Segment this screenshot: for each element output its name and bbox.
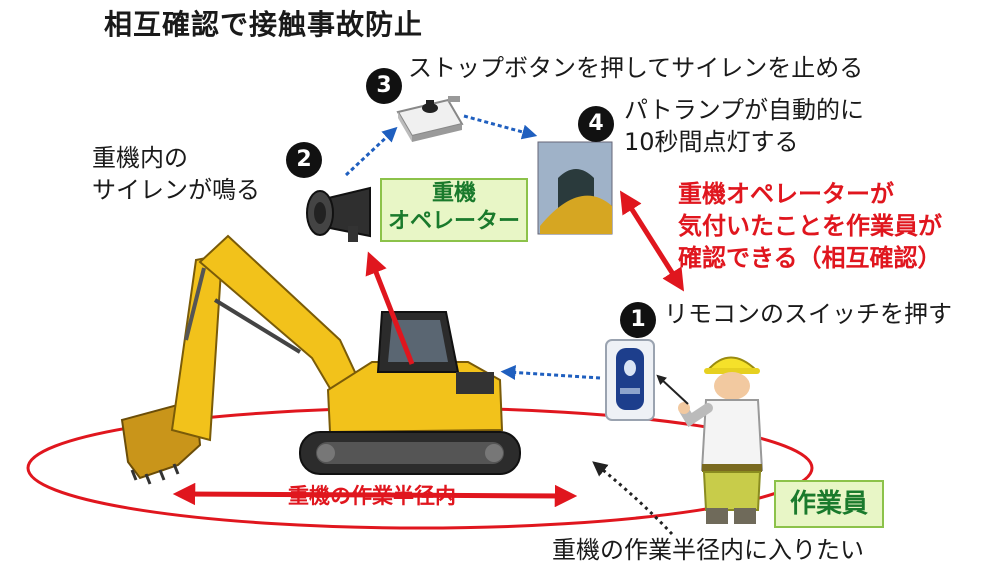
operator-label-line2: オペレーター <box>387 208 520 234</box>
patrol-lamp-icon <box>537 141 613 235</box>
confirmation-line1: 重機オペレーターが <box>678 180 894 208</box>
worker-label: 作業員 <box>789 489 868 519</box>
worker-label-box: 作業員 <box>774 480 884 528</box>
page-title: 相互確認で接触事故防止 <box>104 8 424 41</box>
arrow-step1-to-excavator <box>500 365 601 380</box>
step3-badge: 3 <box>366 68 402 104</box>
step4-line2: 10秒間点灯する <box>624 128 799 156</box>
step1-badge: 1 <box>620 302 656 338</box>
arrow-step2-to-step3 <box>344 126 398 177</box>
step2-line2: サイレンが鳴る <box>92 176 260 204</box>
step2-badge: 2 <box>286 142 322 178</box>
arrow-radius <box>172 482 578 508</box>
stop-button-icon <box>396 96 464 142</box>
siren-icon <box>306 186 371 242</box>
arrow-worker-to-remote <box>656 374 689 405</box>
arrow-lamp-to-worker <box>619 190 685 292</box>
step1-text: リモコンのスイッチを押す <box>664 300 952 328</box>
arrow-step3-to-step4 <box>463 114 538 140</box>
step3-text: ストップボタンを押してサイレンを止める <box>408 54 864 82</box>
confirmation-line2: 気付いたことを作業員が <box>678 212 942 240</box>
operator-label-box: 重機 オペレーター <box>380 178 528 242</box>
excavator-illustration <box>120 234 521 485</box>
worker-figure <box>678 356 764 524</box>
step2-line1: 重機内の <box>92 144 188 172</box>
step4-badge: 4 <box>578 106 614 142</box>
radius-label: 重機の作業半径内 <box>288 484 456 508</box>
confirmation-line3: 確認できる（相互確認） <box>678 244 942 272</box>
step4-line1: パトランプが自動的に <box>624 96 864 124</box>
arrow-operator-to-siren <box>365 251 415 365</box>
remote-control-icon <box>605 339 655 421</box>
arrow-wants-to-enter <box>592 461 674 536</box>
enter-label: 重機の作業半径内に入りたい <box>552 536 864 564</box>
operator-label-line1: 重機 <box>431 181 476 206</box>
